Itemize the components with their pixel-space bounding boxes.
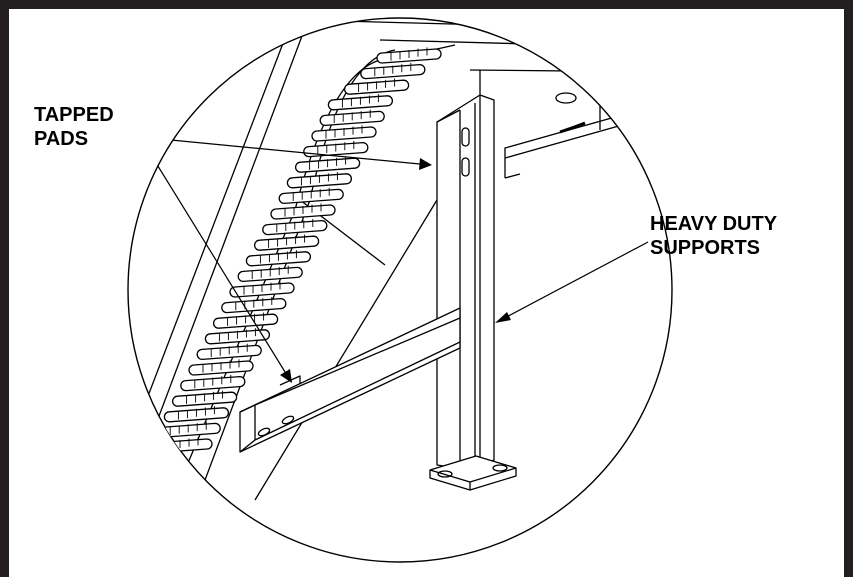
roller — [254, 234, 320, 251]
roller — [204, 328, 270, 345]
roller — [295, 156, 361, 173]
roller — [344, 78, 410, 95]
roller — [245, 250, 311, 267]
roller — [221, 296, 287, 314]
roller — [229, 281, 295, 298]
horizontal-support-beam — [239, 307, 461, 453]
roller — [237, 265, 303, 283]
roller — [303, 140, 369, 158]
roller — [262, 218, 328, 236]
roller — [286, 172, 352, 189]
tapped-pads-line2: PADS — [34, 128, 89, 150]
roller — [319, 109, 385, 127]
detail-circle — [127, 17, 673, 563]
tapped-pads-line1: TAPPED — [34, 104, 114, 126]
roller — [196, 343, 262, 361]
roller — [172, 390, 238, 407]
roller — [188, 359, 254, 376]
roller — [163, 406, 229, 423]
roller — [278, 187, 344, 205]
roller — [213, 312, 279, 329]
roller — [270, 203, 336, 220]
heavy-duty-supports-label: HEAVY DUTY SUPPORTS — [650, 212, 777, 260]
conveyor-rollers — [147, 47, 442, 454]
roller — [360, 62, 426, 80]
heavy-duty-supports-line1: HEAVY DUTY — [650, 213, 778, 235]
heavy-duty-supports-line2: SUPPORTS — [650, 237, 761, 259]
tapped-pads-label: TAPPED PADS — [34, 103, 114, 151]
roller — [327, 94, 393, 111]
roller — [180, 374, 246, 392]
roller — [311, 125, 377, 142]
vertical-support-post — [429, 94, 517, 491]
leader-lines — [139, 136, 649, 381]
leader-arrowheads — [280, 158, 511, 383]
roller — [376, 47, 442, 64]
